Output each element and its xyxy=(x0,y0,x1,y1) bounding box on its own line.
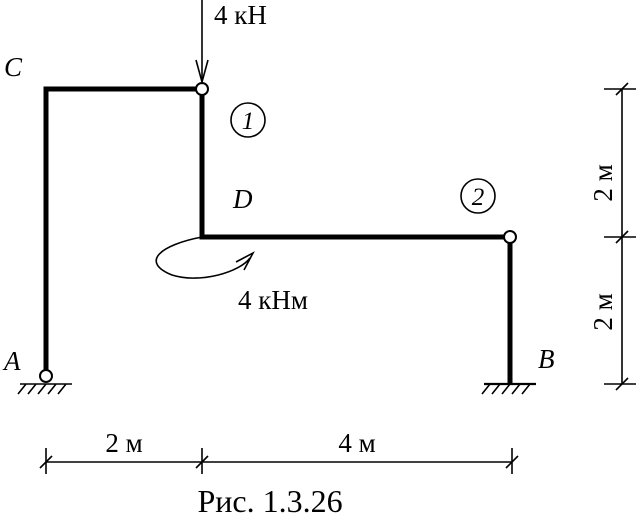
horizontal-dimension xyxy=(39,448,519,474)
support-b xyxy=(481,382,536,395)
force-arrow xyxy=(195,0,209,86)
circled-label-1: 1 xyxy=(230,102,266,138)
support-a-pin xyxy=(39,369,53,383)
dim-label-2m-vertical-bottom: 2 м xyxy=(588,293,618,330)
vertical-dimension xyxy=(604,82,636,391)
point-label-d: D xyxy=(232,184,253,214)
circled-label-2-text: 2 xyxy=(472,184,485,211)
point-label-a: A xyxy=(2,346,21,376)
force-label: 4 кН xyxy=(214,0,267,30)
figure-caption: Рис. 1.3.26 xyxy=(197,483,342,519)
circled-label-2: 2 xyxy=(460,178,496,214)
dim-label-4m-horizontal: 4 м xyxy=(338,428,375,458)
hinge-2 xyxy=(503,230,517,244)
dim-label-2m-horizontal: 2 м xyxy=(105,428,142,458)
support-a xyxy=(17,383,72,395)
point-label-c: C xyxy=(4,52,23,82)
point-label-b: B xyxy=(538,344,555,374)
dim-label-2m-vertical-top: 2 м xyxy=(588,164,618,201)
frame-members xyxy=(43,86,513,385)
moment-label: 4 кНм xyxy=(238,285,308,315)
moment-arrow xyxy=(155,236,255,279)
circled-label-1-text: 1 xyxy=(242,108,255,135)
